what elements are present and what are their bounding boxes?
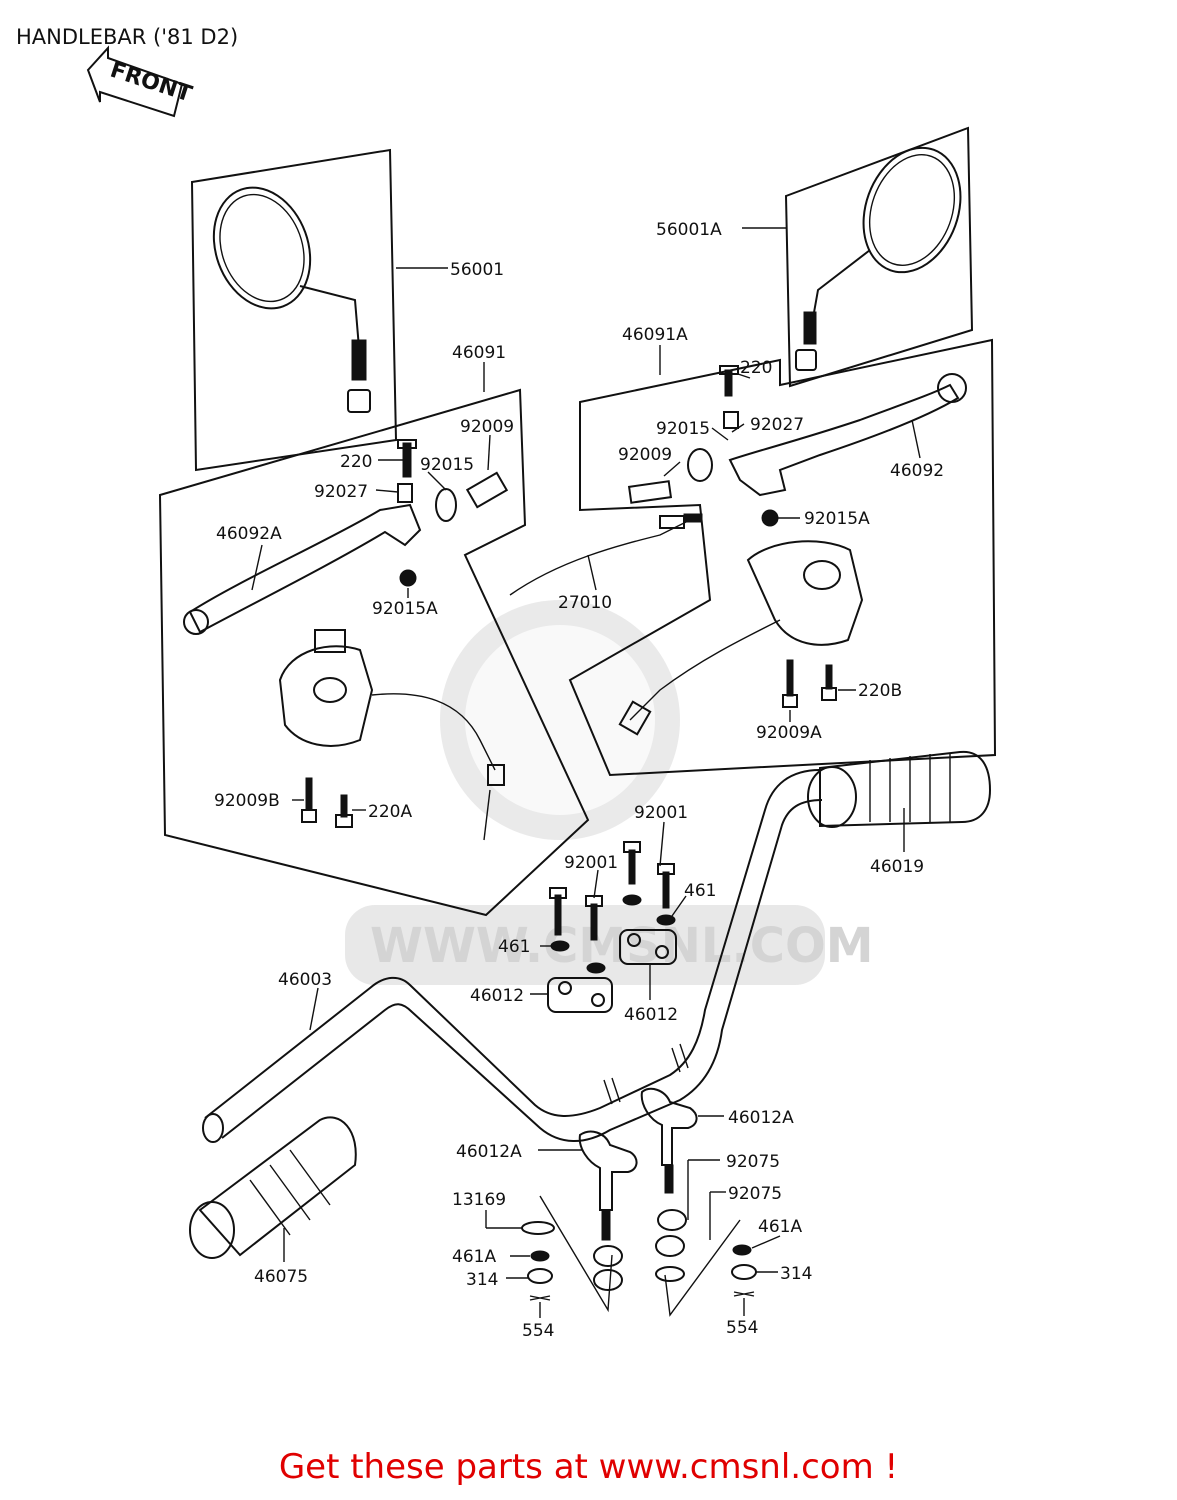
part-label-92001-a: 92001 bbox=[634, 803, 688, 823]
part-label-314-left: 314 bbox=[466, 1270, 498, 1290]
part-label-27010: 27010 bbox=[558, 593, 612, 613]
part-label-46003: 46003 bbox=[278, 970, 332, 990]
part-label-92015A-left: 92015A bbox=[372, 599, 438, 619]
part-label-554-right: 554 bbox=[726, 1318, 758, 1338]
part-label-92015A-right: 92015A bbox=[804, 509, 870, 529]
part-label-46019: 46019 bbox=[870, 857, 924, 877]
part-label-92015-left: 92015 bbox=[420, 455, 474, 475]
right-lever-assembly bbox=[509, 338, 997, 777]
front-arrow-icon: FRONT bbox=[86, 45, 195, 118]
part-label-46091: 46091 bbox=[452, 343, 506, 363]
part-label-554-left: 554 bbox=[522, 1321, 554, 1341]
page-title: HANDLEBAR ('81 D2) bbox=[16, 25, 238, 49]
front-label: FRONT bbox=[107, 58, 195, 108]
part-label-46075: 46075 bbox=[254, 1267, 308, 1287]
part-label-46091A: 46091A bbox=[622, 325, 688, 345]
part-label-46012-left: 46012 bbox=[470, 986, 524, 1006]
part-label-220A: 220A bbox=[368, 802, 412, 822]
part-label-220B: 220B bbox=[858, 681, 902, 701]
part-label-461A-right: 461A bbox=[758, 1217, 802, 1237]
handlebar bbox=[202, 769, 823, 1143]
part-label-220-left: 220 bbox=[340, 452, 372, 472]
footer-link[interactable]: Get these parts at www.cmsnl.com ! bbox=[278, 1447, 899, 1487]
left-lever-assembly bbox=[158, 362, 590, 917]
part-label-56001: 56001 bbox=[450, 260, 504, 280]
part-label-46092A: 46092A bbox=[216, 524, 282, 544]
part-label-46012A-right: 46012A bbox=[728, 1108, 794, 1128]
watermark-text: WWW.CMSNL.COM bbox=[370, 918, 874, 974]
risers-and-mounts bbox=[485, 1087, 781, 1318]
part-label-56001A: 56001A bbox=[656, 220, 722, 240]
part-label-314-right: 314 bbox=[780, 1264, 812, 1284]
part-label-46012-right: 46012 bbox=[624, 1005, 678, 1025]
part-label-461-right: 461 bbox=[684, 881, 716, 901]
part-label-46092: 46092 bbox=[890, 461, 944, 481]
grip-right bbox=[807, 750, 992, 852]
part-label-461-left: 461 bbox=[498, 937, 530, 957]
part-label-92009B: 92009B bbox=[214, 791, 280, 811]
part-label-92075-b: 92075 bbox=[728, 1184, 782, 1204]
part-label-92009A: 92009A bbox=[756, 723, 822, 743]
part-label-92027-right: 92027 bbox=[750, 415, 804, 435]
part-label-92015-right: 92015 bbox=[656, 419, 710, 439]
part-label-461A-left: 461A bbox=[452, 1247, 496, 1267]
handlebar-clamps bbox=[530, 821, 687, 1013]
mirror-right bbox=[742, 126, 974, 388]
part-label-92027-left: 92027 bbox=[314, 482, 368, 502]
part-label-92009-left: 92009 bbox=[460, 417, 514, 437]
part-label-13169: 13169 bbox=[452, 1190, 506, 1210]
part-label-92009-right: 92009 bbox=[618, 445, 672, 465]
part-label-220-right: 220 bbox=[740, 358, 772, 378]
part-label-92075-a: 92075 bbox=[726, 1152, 780, 1172]
grip-left bbox=[189, 1116, 357, 1262]
part-label-92001-b: 92001 bbox=[564, 853, 618, 873]
part-label-46012A-left: 46012A bbox=[456, 1142, 522, 1162]
mirror-left bbox=[190, 148, 448, 472]
